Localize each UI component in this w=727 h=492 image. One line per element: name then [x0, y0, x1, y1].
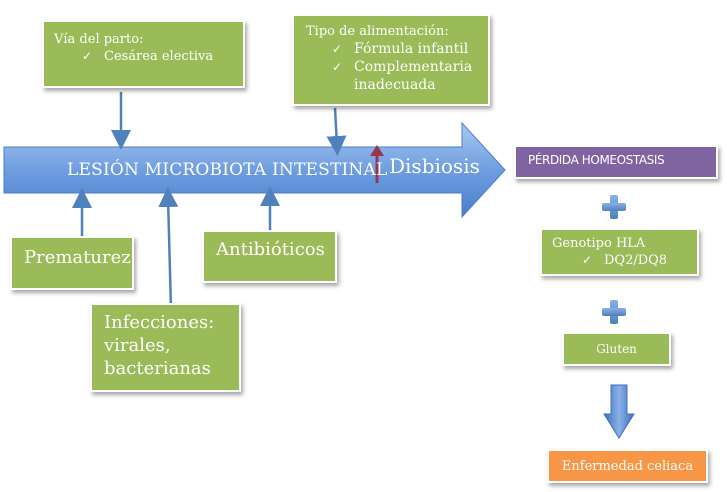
antibioticos-box: Antibióticos — [202, 230, 337, 283]
via-parto-list: Cesárea electiva — [82, 48, 233, 65]
plus-icon — [602, 300, 626, 324]
perdida-homeostasis-label: PÉRDIDA HOMEOSTASIS — [528, 153, 665, 167]
disbiosis-label: Disbiosis — [389, 154, 480, 178]
alimentacion-item: Complementaria inadecuada — [332, 58, 484, 94]
gluten-label: Gluten — [596, 342, 637, 356]
infecciones-box: Infecciones: virales, bacterianas — [90, 303, 241, 392]
down-arrow-shape — [603, 384, 635, 439]
infecciones-label: Infecciones: virales, bacterianas — [104, 312, 215, 379]
enfermedad-celiaca-label: Enfermedad celiaca — [561, 459, 694, 474]
genotipo-title: Genotipo HLA — [552, 236, 646, 251]
gluten-box: Gluten — [562, 332, 671, 366]
prematurez-box: Prematurez — [10, 236, 134, 290]
alimentacion-list: Fórmula infantil Complementaria inadecua… — [332, 40, 476, 94]
enfermedad-celiaca-box: Enfermedad celiaca — [547, 449, 708, 483]
via-parto-title: Vía del parto: — [54, 32, 144, 47]
perdida-homeostasis-box: PÉRDIDA HOMEOSTASIS — [514, 145, 718, 179]
via-parto-item: Cesárea electiva — [82, 48, 233, 65]
prematurez-label: Prematurez — [24, 247, 131, 268]
antibioticos-label: Antibióticos — [216, 239, 325, 260]
alimentacion-box: Tipo de alimentación: Fórmula infantil C… — [292, 14, 490, 106]
main-arrow-label: LESIÓN MICROBIOTA INTESTINAL — [67, 160, 388, 180]
plus-icon — [602, 195, 626, 219]
alimentacion-item: Fórmula infantil — [332, 40, 476, 58]
via-parto-box: Vía del parto: Cesárea electiva — [42, 20, 245, 88]
genotipo-item: DQ2/DQ8 — [582, 252, 687, 269]
increase-arrow-icon — [370, 145, 384, 183]
genotipo-box: Genotipo HLA DQ2/DQ8 — [540, 228, 699, 276]
genotipo-list: DQ2/DQ8 — [582, 252, 687, 269]
connector-alimentacion — [326, 107, 347, 156]
connector-infecciones — [158, 187, 179, 311]
alimentacion-title: Tipo de alimentación: — [306, 24, 449, 39]
